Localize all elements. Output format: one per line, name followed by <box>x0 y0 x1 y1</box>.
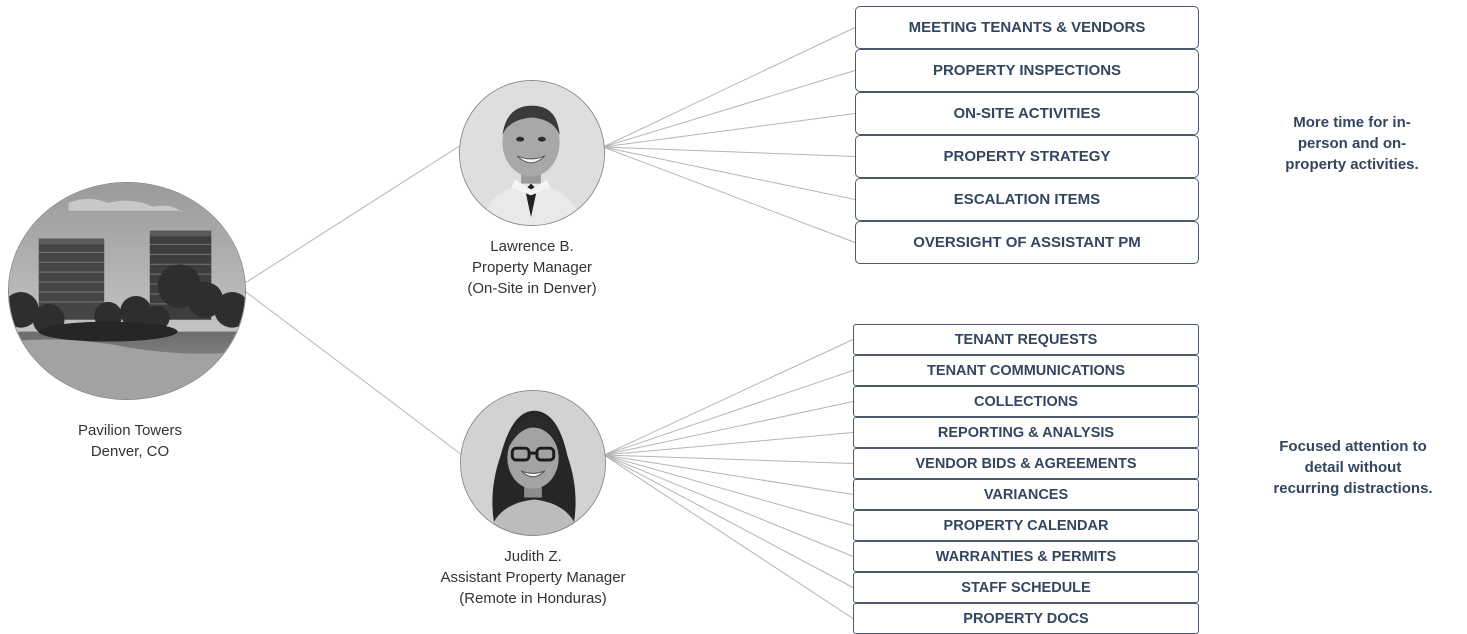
connector-assistant-to-task <box>603 432 854 456</box>
assistant-task-box: PROPERTY CALENDAR <box>853 510 1199 541</box>
assistant-task-box: STAFF SCHEDULE <box>853 572 1199 603</box>
connector-assistant-to-task <box>603 339 854 456</box>
manager-task-box: PROPERTY STRATEGY <box>855 135 1199 178</box>
assistant-portrait-image <box>461 391 605 535</box>
connector-assistant-to-task <box>603 454 854 557</box>
manager-caption: Lawrence B. Property Manager (On-Site in… <box>432 236 632 299</box>
assistant-location: (Remote in Honduras) <box>459 590 607 607</box>
manager-task-box: MEETING TENANTS & VENDORS <box>855 6 1199 49</box>
manager-task-box: OVERSIGHT OF ASSISTANT PM <box>855 221 1199 264</box>
assistant-task-box: TENANT COMMUNICATIONS <box>853 355 1199 386</box>
connector-assistant-to-task <box>603 454 854 588</box>
assistant-photo <box>460 390 606 536</box>
building-image <box>9 183 245 399</box>
connector-assistant-to-task <box>603 454 854 495</box>
assistant-name: Judith Z. <box>504 548 562 565</box>
assistant-task-box: VENDOR BIDS & AGREEMENTS <box>853 448 1199 479</box>
manager-benefit-note: More time for in- person and on- propert… <box>1285 114 1419 173</box>
manager-location: (On-Site in Denver) <box>467 280 597 297</box>
assistant-benefit-note: Focused attention to detail without recu… <box>1273 438 1433 497</box>
property-caption: Pavilion Towers Denver, CO <box>30 420 230 462</box>
assistant-task-box: WARRANTIES & PERMITS <box>853 541 1199 572</box>
connector-manager-to-task <box>602 146 856 243</box>
assistant-task-box: COLLECTIONS <box>853 386 1199 417</box>
connector-manager-to-task <box>602 27 856 148</box>
connector-assistant-to-task <box>603 370 854 456</box>
connector-manager-to-task <box>602 113 856 148</box>
connector-property-to-assistant <box>241 288 463 456</box>
connector-assistant-to-task <box>603 454 854 464</box>
connector-assistant-to-task <box>603 401 854 456</box>
manager-task-box: ON-SITE ACTIVITIES <box>855 92 1199 135</box>
manager-task-box: ESCALATION ITEMS <box>855 178 1199 221</box>
manager-portrait-image <box>460 81 604 225</box>
assistant-task-box: VARIANCES <box>853 479 1199 510</box>
assistant-task-box: TENANT REQUESTS <box>853 324 1199 355</box>
property-name: Pavilion Towers <box>78 422 182 439</box>
manager-name: Lawrence B. <box>490 238 574 255</box>
assistant-caption: Judith Z. Assistant Property Manager (Re… <box>433 546 633 609</box>
assistant-task-box: PROPERTY DOCS <box>853 603 1199 634</box>
connector-manager-to-task <box>602 70 856 148</box>
property-location: Denver, CO <box>90 443 170 460</box>
manager-task-box: PROPERTY INSPECTIONS <box>855 49 1199 92</box>
manager-photo <box>459 80 605 226</box>
connector-assistant-to-task <box>603 454 854 619</box>
assistant-task-box: REPORTING & ANALYSIS <box>853 417 1199 448</box>
connector-manager-to-task <box>602 146 856 200</box>
property-photo <box>8 182 246 400</box>
connector-manager-to-task <box>602 146 856 157</box>
connector-assistant-to-task <box>603 454 854 526</box>
connector-property-to-manager <box>241 144 462 286</box>
manager-role: Property Manager <box>471 259 593 276</box>
assistant-role: Assistant Property Manager <box>440 569 626 586</box>
